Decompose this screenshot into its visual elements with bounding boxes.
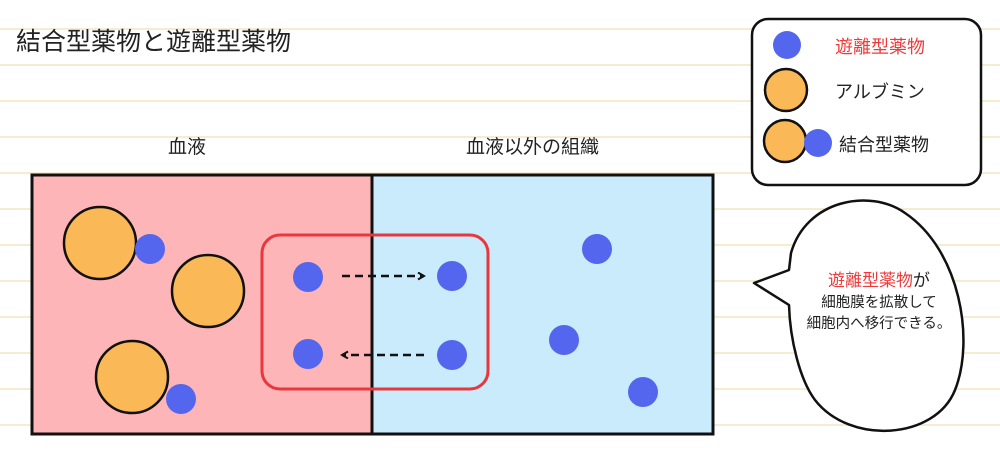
free-drug-dot xyxy=(582,234,612,264)
free-drug-dot xyxy=(549,325,579,355)
free-drug-dot xyxy=(293,339,323,369)
albumin-circle xyxy=(94,339,170,415)
legend-label-free-drug: 遊離型薬物 xyxy=(835,37,925,58)
callout-highlight: 遊離型薬物 xyxy=(828,271,913,291)
page-title: 結合型薬物と遊離型薬物 xyxy=(16,27,292,56)
free-drug-dot xyxy=(293,262,323,292)
callout-suffix: が xyxy=(913,271,930,291)
callout-line-3: 細胞内へ移行できる。 xyxy=(806,316,952,332)
legend-label-albumin: アルブミン xyxy=(835,82,925,103)
free-drug-dot xyxy=(628,377,658,407)
albumin-circle xyxy=(170,253,246,329)
free-drug-dot xyxy=(437,340,467,370)
free-drug-dot xyxy=(135,234,165,264)
free-drug-dot xyxy=(166,384,196,414)
albumin-circle xyxy=(62,205,138,281)
bound-drug-3 xyxy=(94,339,196,415)
callout-line-2: 細胞膜を拡散して xyxy=(821,295,937,311)
legend-label-bound-drug: 結合型薬物 xyxy=(839,135,929,156)
bound-drug-2 xyxy=(170,253,246,329)
region-label-tissue: 血液以外の組織 xyxy=(466,136,600,158)
legend-bound-drug-icon xyxy=(762,118,832,164)
region-label-blood: 血液 xyxy=(168,136,207,158)
speech-bubble xyxy=(752,199,965,433)
diffusion-highlight-box xyxy=(260,233,490,391)
tissue-panel xyxy=(372,175,713,434)
callout-text: 遊離型薬物が 細胞膜を拡散して 細胞内へ移行できる。 xyxy=(795,271,963,335)
legend-free-drug-icon xyxy=(773,31,801,59)
legend-albumin-icon xyxy=(763,67,809,113)
bound-drug-1 xyxy=(62,205,165,281)
free-drug-dot xyxy=(437,261,467,291)
